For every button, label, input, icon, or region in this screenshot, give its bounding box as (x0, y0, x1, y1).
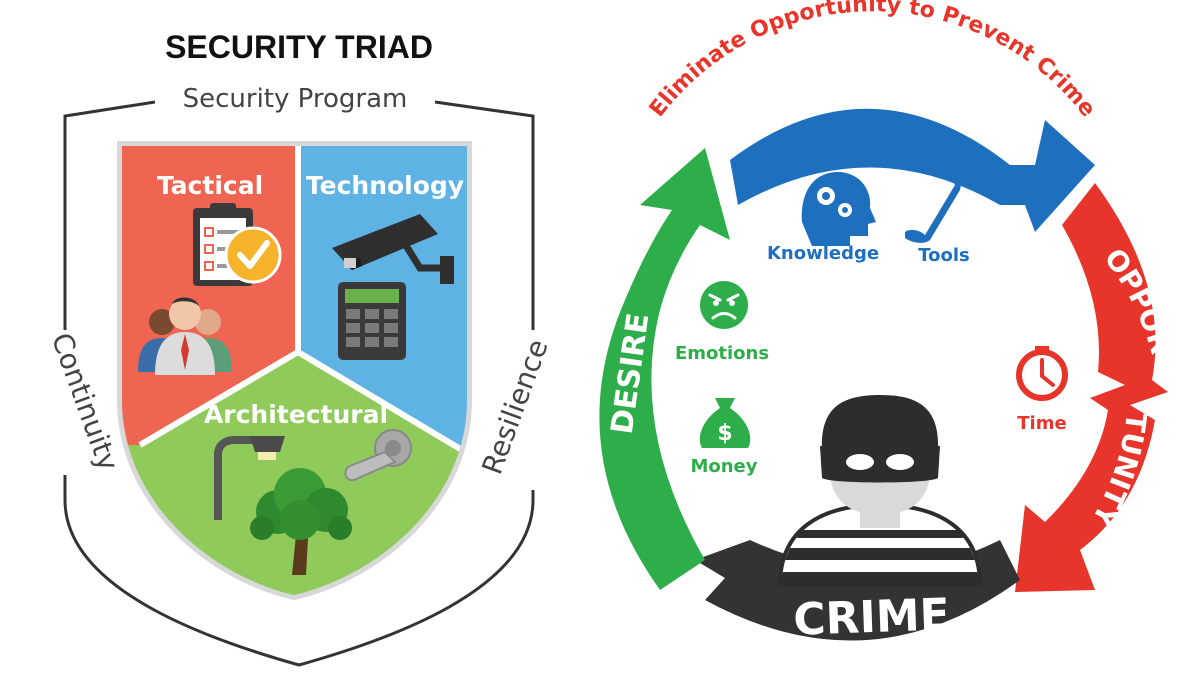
factor-label-tools: Tools (918, 245, 970, 266)
crowbar-icon (905, 178, 962, 243)
money-bag-icon: $ (699, 398, 751, 448)
door-lever-icon (344, 429, 412, 482)
arc-desire (599, 148, 730, 590)
tree-icon (250, 468, 352, 575)
segment-label-tactical: Tactical (157, 171, 263, 200)
triad-title: SECURITY TRIAD (165, 29, 433, 65)
team-people-icon (138, 297, 232, 375)
clipboard-checklist-icon (193, 203, 282, 286)
arc-label-crime: CRIME (792, 589, 950, 645)
crime-cycle: Eliminate Opportunity to Prevent Crime A… (599, 0, 1177, 646)
burglar-icon (777, 395, 983, 587)
factor-label-emotions: Emotions (675, 343, 769, 364)
security-camera-icon (332, 214, 454, 284)
arc-opportunity (1015, 183, 1168, 592)
frame-label-continuity: Continuity (45, 328, 125, 475)
keypad-icon (338, 282, 406, 360)
frame-label-resilience: Resilience (475, 335, 554, 479)
segment-label-architectural: Architectural (204, 400, 388, 429)
factor-label-knowledge: Knowledge (767, 243, 879, 264)
street-lamp-icon (214, 436, 285, 520)
segment-label-technology: Technology (306, 171, 464, 200)
head-gears-icon (801, 172, 876, 246)
clock-icon (1016, 346, 1068, 401)
factor-label-time: Time (1017, 413, 1066, 434)
svg-text:$: $ (717, 421, 732, 446)
arc-label-ability: ABILITY (817, 68, 959, 112)
security-triad: SECURITY TRIAD Security Program Continui… (45, 29, 555, 667)
angry-face-icon (700, 281, 748, 329)
factor-label-money: Money (690, 456, 757, 477)
frame-label-security-program: Security Program (183, 84, 408, 114)
arc-ability (730, 108, 1095, 232)
shield-frame (63, 100, 535, 667)
